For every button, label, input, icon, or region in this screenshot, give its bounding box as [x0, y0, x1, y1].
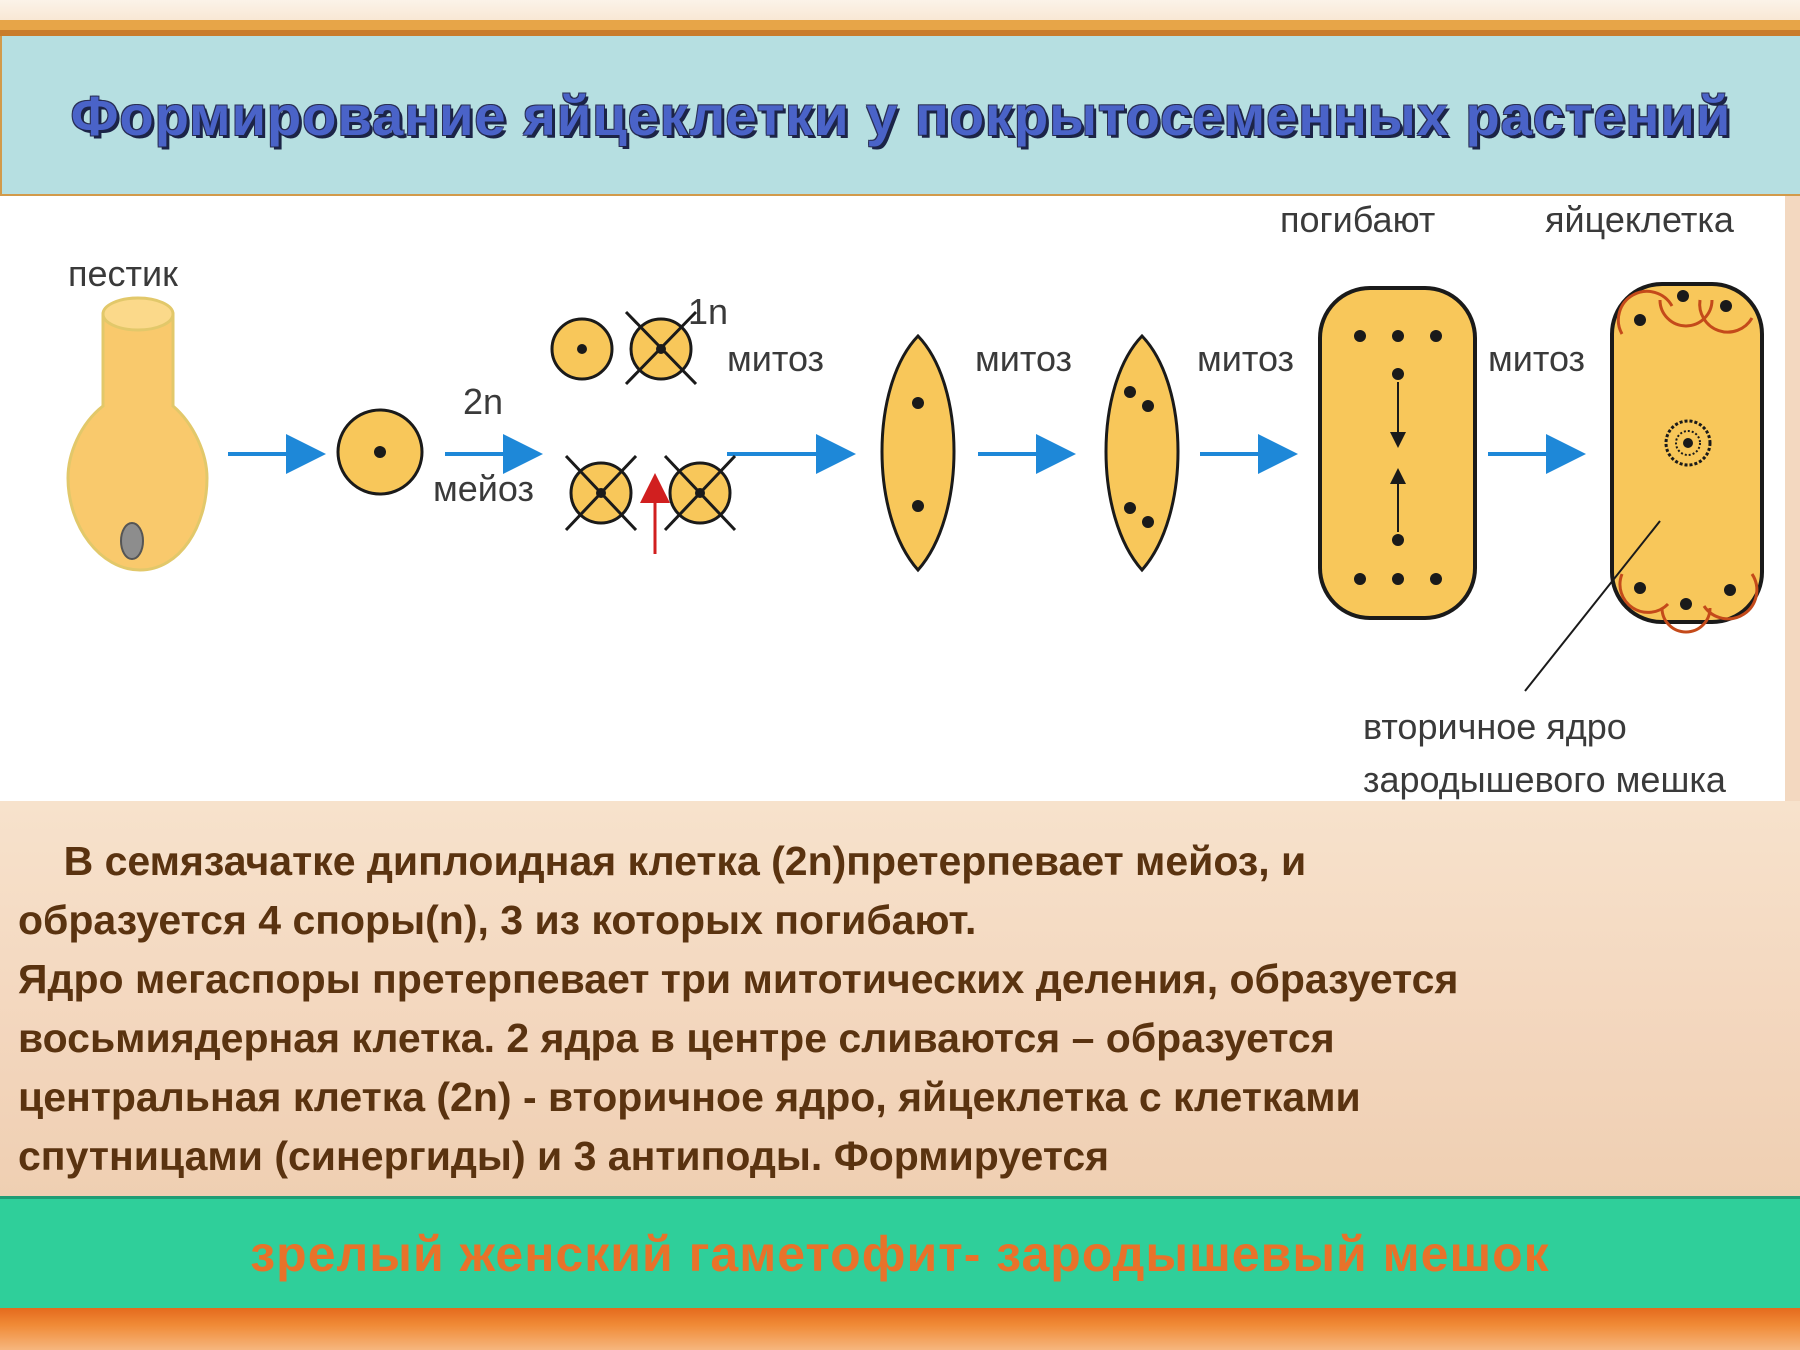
- pistil-icon: [66, 296, 209, 572]
- die-label: погибают: [1280, 199, 1435, 240]
- mitosis-label-2: митоз: [975, 338, 1072, 379]
- mitosis-label-4: митоз: [1488, 338, 1585, 379]
- description-line: образуется 4 споры(n), 3 из которых поги…: [18, 897, 977, 943]
- eight-nucleate-cell: [1318, 286, 1477, 620]
- meiosis-label: мейоз: [433, 468, 534, 509]
- description-line: Ядро мегаспоры претерпевает три митотиче…: [18, 956, 1459, 1002]
- embryo-sac: [1524, 282, 1764, 692]
- four-nucleate-cell: [1104, 333, 1180, 573]
- egg-cell-label: яйцеклетка: [1545, 199, 1735, 240]
- body-background: [0, 801, 1800, 1196]
- diploid-cell: [336, 408, 424, 496]
- secondary-nucleus-label-1: вторичное ядро: [1363, 706, 1627, 747]
- footer-conclusion: зрелый женский гаметофит- зародышевый ме…: [250, 1225, 1550, 1282]
- bottom-strip: [0, 1308, 1800, 1350]
- title-bar: Формирование яйцеклетки у покрытосеменны…: [0, 36, 1800, 196]
- diploid-label: 2n: [463, 381, 503, 422]
- top-rule: [0, 20, 1800, 30]
- description-line: центральная клетка (2n) - вторичное ядро…: [18, 1074, 1361, 1120]
- description-text: В семязачатке диплоидная клетка (2n)прет…: [18, 832, 1793, 1186]
- spore-tetrad: [550, 310, 737, 554]
- two-nucleate-cell: [880, 333, 956, 573]
- mitosis-label-3: митоз: [1197, 338, 1294, 379]
- description-line: спутницами (синергиды) и 3 антиподы. Фор…: [18, 1133, 1110, 1179]
- top-rule-dark: [0, 30, 1800, 36]
- ovule-development-diagram: пестик 2n мейоз 1n митоз митоз митоз мит…: [66, 199, 1764, 800]
- right-edge-strip: [1785, 196, 1800, 801]
- diagram-panel: пестик 2n мейоз 1n митоз митоз митоз мит…: [0, 196, 1785, 801]
- footer-bar: зрелый женский гаметофит- зародышевый ме…: [0, 1196, 1800, 1308]
- secondary-nucleus-pointer: [1524, 520, 1661, 692]
- haploid-label: 1n: [688, 291, 728, 332]
- secondary-nucleus-label-2: зародышевого мешка: [1363, 759, 1727, 800]
- mitosis-label-1: митоз: [727, 338, 824, 379]
- slide-title: Формирование яйцеклетки у покрытосеменны…: [70, 83, 1732, 147]
- description-line: восьмиядерная клетка. 2 ядра в центре сл…: [18, 1015, 1335, 1061]
- pistil-label: пестик: [68, 253, 178, 294]
- description-line: В семязачатке диплоидная клетка (2n)прет…: [18, 838, 1307, 884]
